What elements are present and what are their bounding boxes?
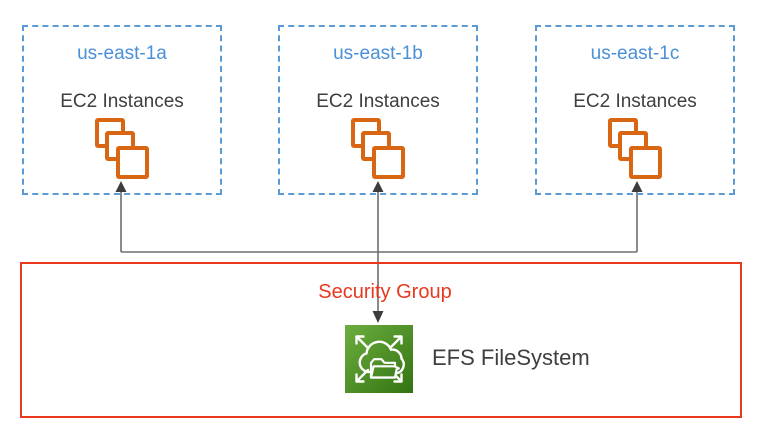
az-box-us-east-1a: us-east-1a EC2 Instances	[22, 25, 222, 195]
ec2-instances-icon	[608, 118, 662, 180]
az-name-label: us-east-1a	[77, 43, 167, 64]
az-box-us-east-1b: us-east-1b EC2 Instances	[278, 25, 478, 195]
security-group-box	[20, 262, 742, 418]
az-name-label: us-east-1c	[590, 43, 680, 64]
ec2-square-front	[629, 146, 662, 179]
ec2-square-front	[372, 146, 405, 179]
az-box-us-east-1c: us-east-1c EC2 Instances	[535, 25, 735, 195]
ec2-instances-label: EC2 Instances	[316, 91, 440, 112]
efs-filesystem-icon	[345, 325, 413, 393]
ec2-instances-icon	[351, 118, 405, 180]
security-group-label: Security Group	[318, 281, 452, 303]
ec2-instances-icon	[95, 118, 149, 180]
ec2-instances-label: EC2 Instances	[573, 91, 697, 112]
efs-filesystem-label: EFS FileSystem	[432, 345, 590, 370]
az-name-label: us-east-1b	[333, 43, 423, 64]
ec2-instances-label: EC2 Instances	[60, 91, 184, 112]
ec2-square-front	[116, 146, 149, 179]
